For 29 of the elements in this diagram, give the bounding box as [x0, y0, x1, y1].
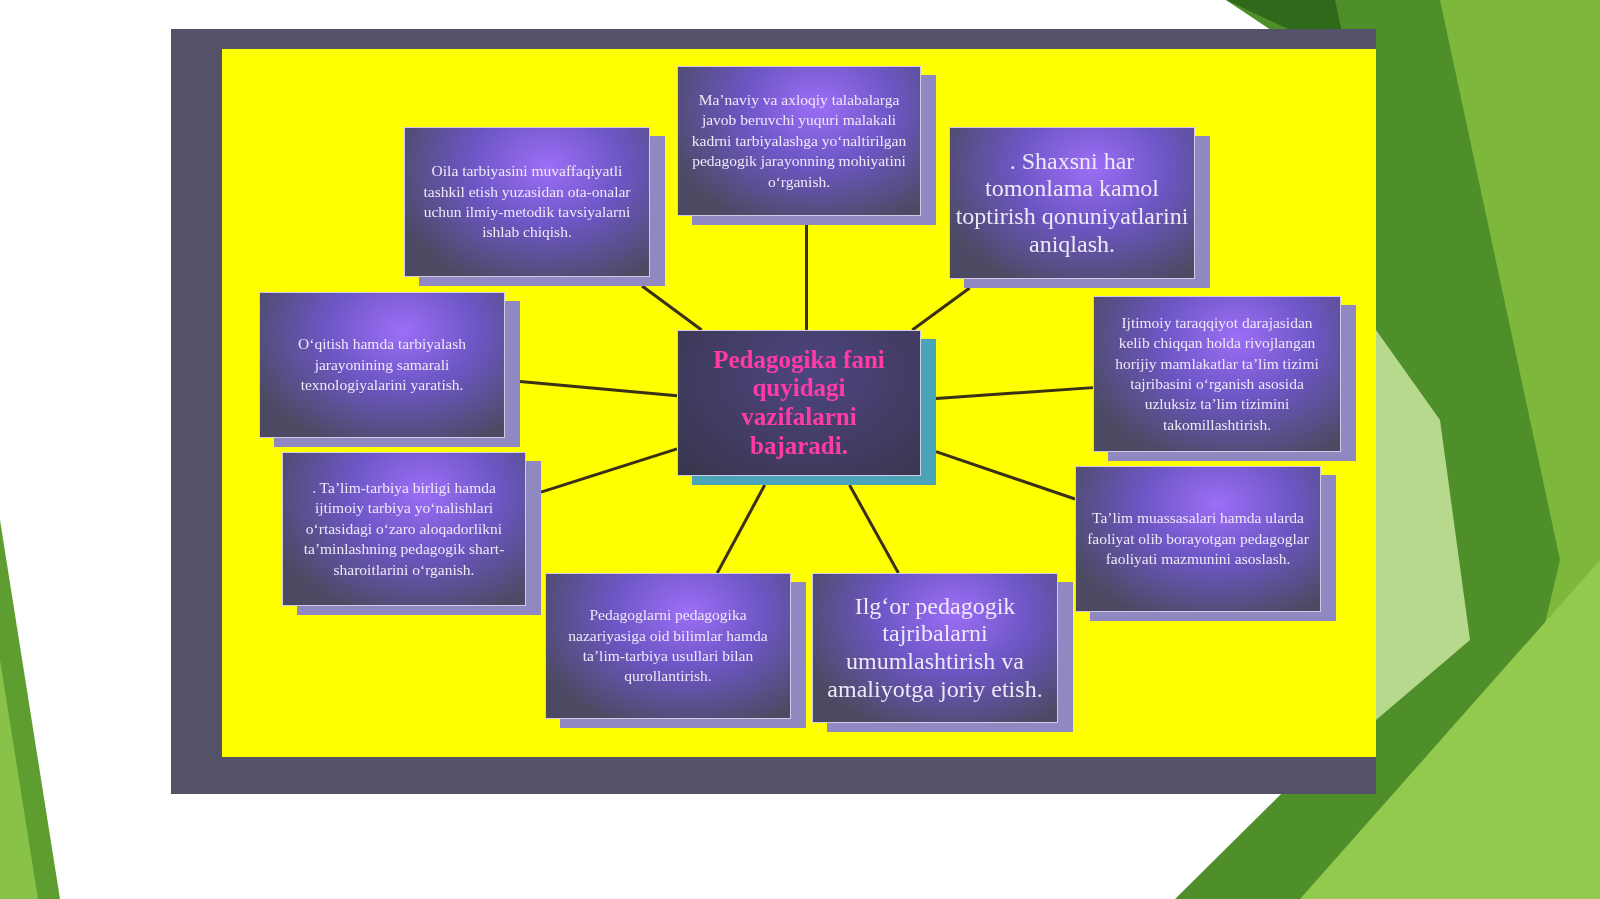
connector-line [848, 484, 900, 574]
task-text: Oʻqitish hamda tarbiyalash jarayonining samarali texnologiyalarini yaratish. [297, 334, 467, 396]
task-box [404, 127, 665, 286]
task-box [1075, 466, 1336, 621]
task-box [545, 573, 806, 728]
task-box [282, 452, 541, 615]
task-text: . Taʼlim-tarbiya birligi hamda ijtimoiy tarbiya yoʻnalishlari oʻrtasidagi oʻzaro aloqadorlikni taʼminlashning pedagogik shart-sharoitlarini oʻrganish. [302, 477, 506, 580]
task-box [949, 127, 1210, 288]
task-text: Ilgʻor pedagogik tajribalarni umumlashtirish va amaliyotga joriy etish. [826, 592, 1044, 704]
connector-line [641, 284, 703, 332]
topic-text: Pedagogika fani quyidagi vazifalarni bajaradi. [712, 345, 886, 461]
task-box [812, 573, 1073, 732]
connector-line [540, 447, 678, 494]
connector-line [935, 386, 1094, 400]
topic-box [677, 330, 936, 485]
task-text: Taʼlim muassasalari hamda ularda faoliyat olib borayotgan pedagoglar faoliyati mazmunini asoslash. [1087, 508, 1309, 570]
task-text: Maʼnaviy va axloqiy talabalarga javob beruvchi yuquri malakali kadrni tarbiyalashga yoʻnaltirilgan pedagogik jarayonning mohiyatini oʻrganish. [690, 89, 908, 192]
connector-line [519, 379, 678, 398]
task-box [677, 66, 936, 225]
connector-line [911, 286, 971, 332]
task-text: . Shaxsni har tomonlama kamol toptirish qonuniyatlarini aniqlash. [955, 147, 1189, 259]
task-text: Pedagoglarni pedagogika nazariyasiga oid bilimlar hamda taʼlim-tarbiya usullari bilan qurollantirish. [567, 605, 769, 687]
task-text: Ijtimoiy taraqqiyot darajasidan kelib chiqqan holda rivojlangan horijiy mamlakatlar taʼlim tizimi tajribasini oʻrganish asosida uzluksiz taʼlim tizimini takomillashtirish. [1114, 312, 1320, 435]
connector-line [715, 484, 767, 574]
task-box [1093, 296, 1356, 461]
task-text: Oila tarbiyasini muvaffaqiyatli tashkil etish yuzasidan ota-onalar uchun ilmiy-metodik tavsiyalarni ishlab chiqish. [422, 161, 632, 243]
task-box [259, 292, 520, 447]
connector-line [805, 225, 808, 330]
connector-line [935, 450, 1076, 501]
